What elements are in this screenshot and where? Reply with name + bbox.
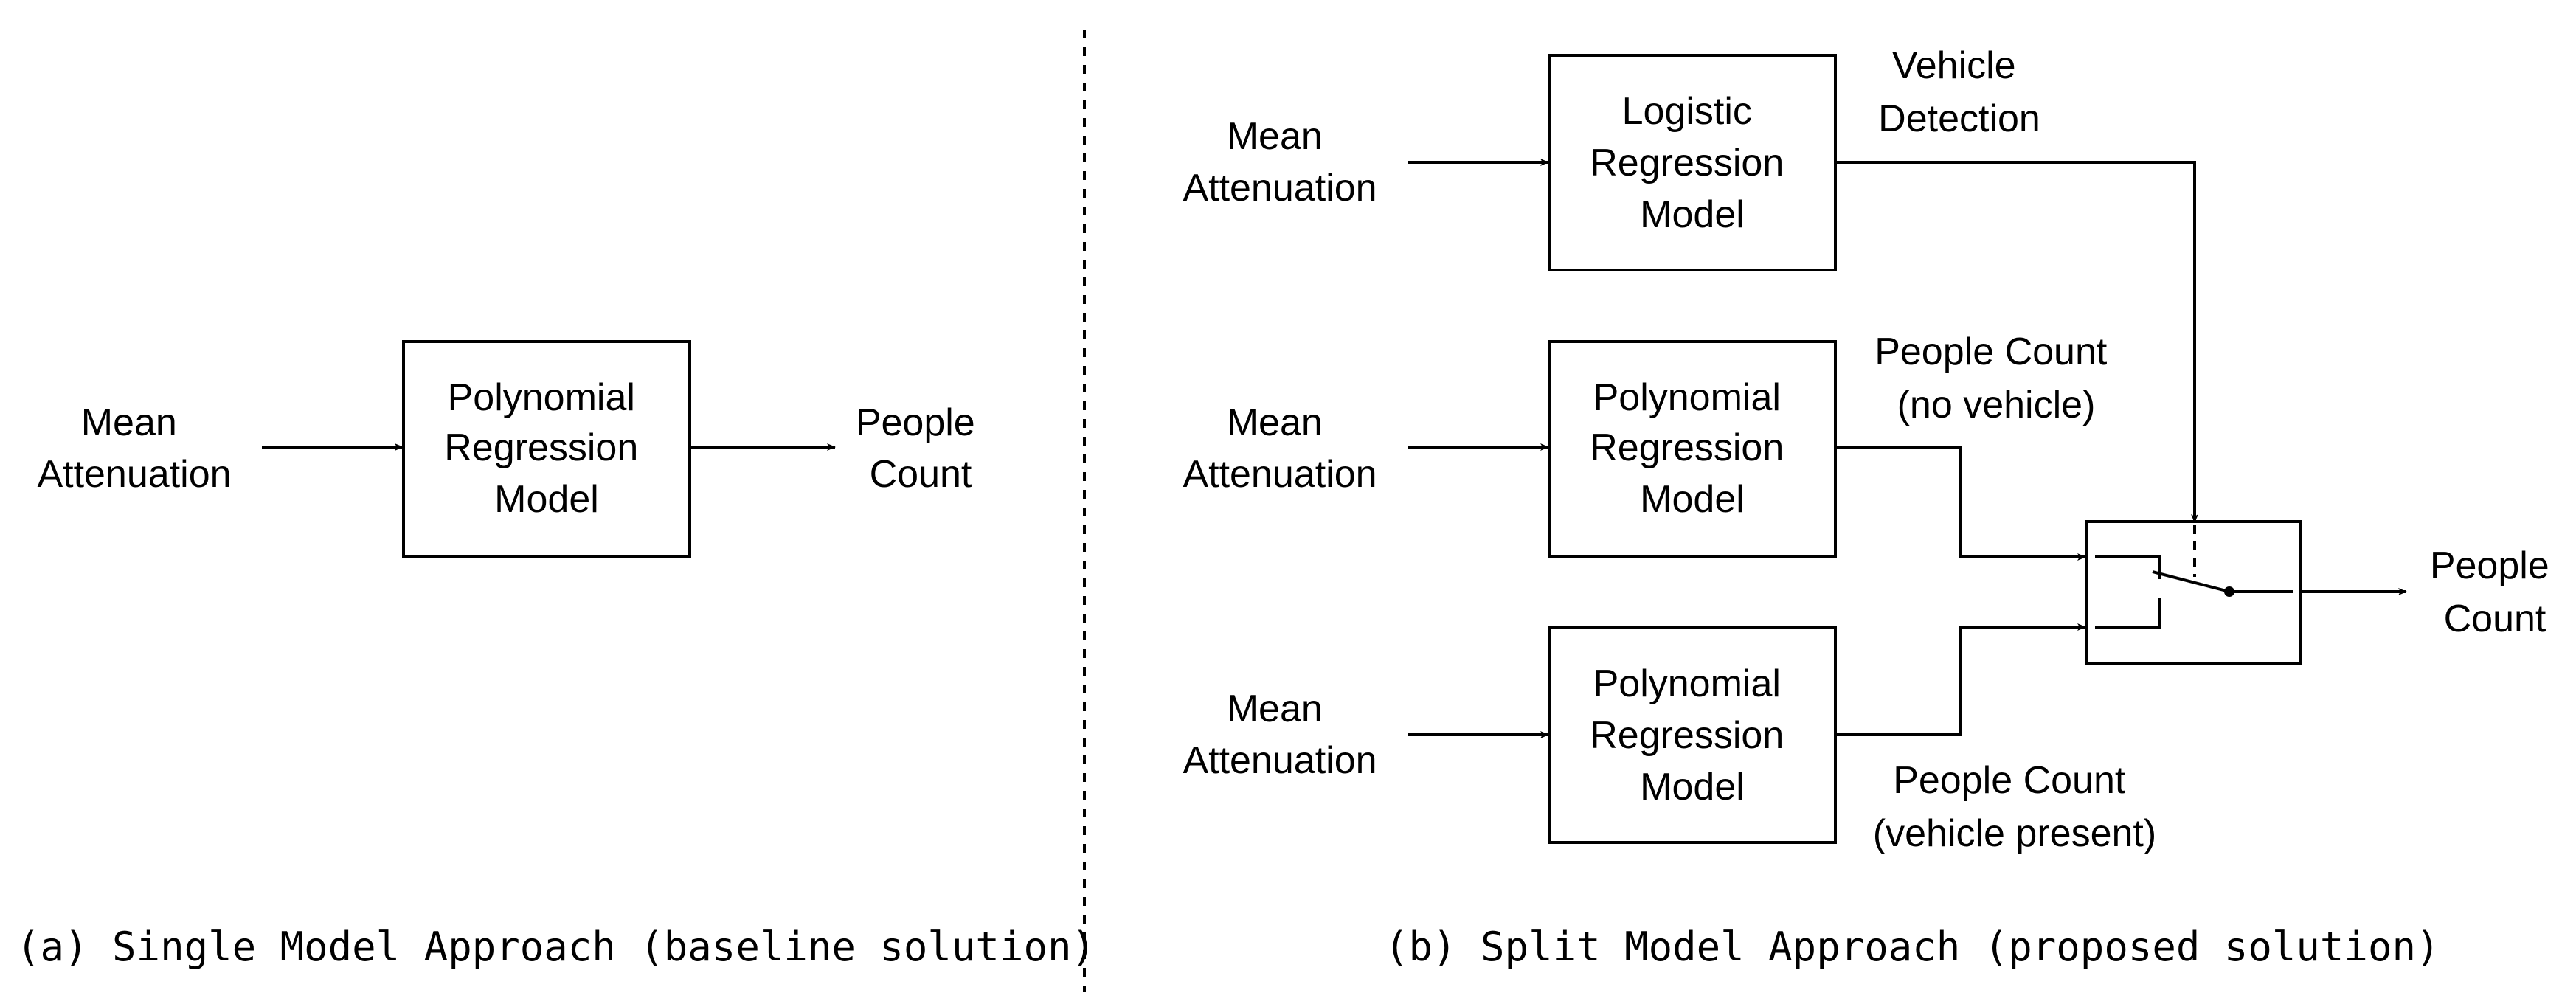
switch-symbol	[2095, 525, 2293, 629]
poly-model-1-box	[1548, 340, 1837, 558]
switch-input-2-line	[2095, 598, 2161, 629]
vehicle-present-label: People Count (vehicle present)	[1873, 759, 2156, 855]
logistic-model-label: Logistic Regression Model	[1590, 90, 1794, 236]
panel-a-input-label: Mean Attenuation	[37, 401, 231, 496]
no-vehicle-wire	[1835, 446, 2086, 561]
panel-a: Mean Attenuation Polynomial Regression M…	[16, 340, 1095, 970]
panel-b-input-label-1: Mean Attenuation	[1183, 115, 1377, 210]
switch-lever	[2152, 570, 2230, 593]
panel-b: Mean Attenuation Logistic Regression Mod…	[1183, 44, 2560, 970]
panel-a-model-label: Polynomial Regression Model	[444, 376, 648, 521]
panel-b-output-label: People Count	[2430, 544, 2560, 640]
panel-a-caption: (a) Single Model Approach (baseline solu…	[16, 924, 1095, 970]
vehicle-detection-wire	[1835, 161, 2198, 523]
poly-model-2-label: Polynomial Regression Model	[1590, 662, 1794, 809]
vehicle-detection-label: Vehicle Detection	[1878, 44, 2040, 140]
vehicle-present-wire	[1835, 623, 2086, 736]
panel-a-output-label: People Count	[856, 401, 986, 496]
panel-a-polynomial-model-box	[402, 340, 691, 558]
switch-input-1-line	[2095, 555, 2161, 579]
panel-b-input-label-3: Mean Attenuation	[1183, 688, 1377, 782]
panel-b-caption: (b) Split Model Approach (proposed solut…	[1385, 924, 2440, 970]
logistic-model-box	[1548, 54, 1837, 271]
poly-model-1-label: Polynomial Regression Model	[1590, 376, 1794, 521]
no-vehicle-label: People Count (no vehicle)	[1874, 330, 2118, 426]
panel-b-input-label-2: Mean Attenuation	[1183, 401, 1377, 496]
